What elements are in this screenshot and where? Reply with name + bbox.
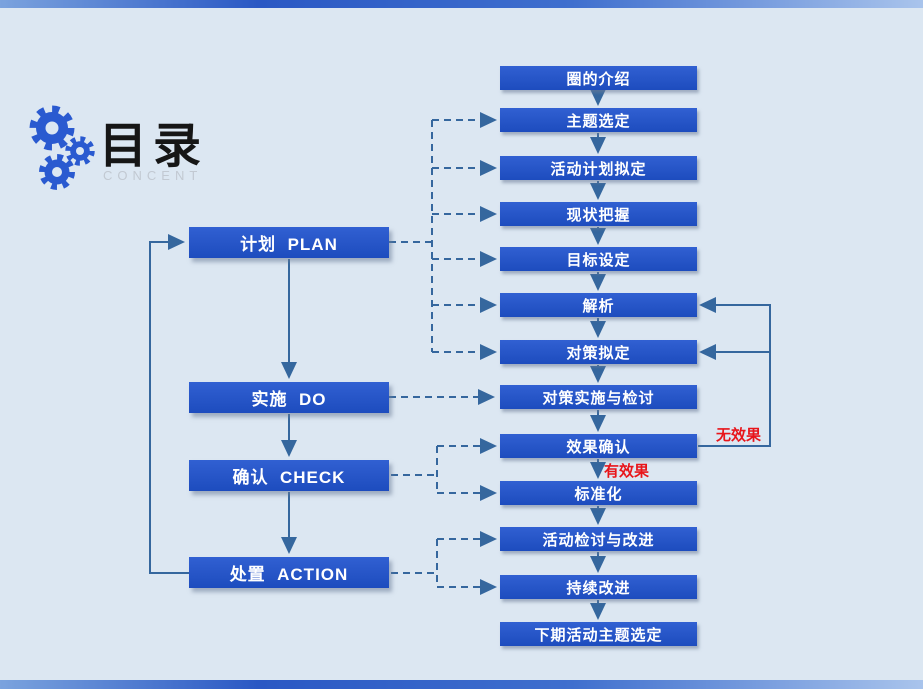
label-no-effect: 无效果 bbox=[716, 427, 762, 444]
label-has-effect: 有效果 bbox=[604, 463, 650, 480]
flow-step-4: 现状把握 bbox=[500, 202, 697, 226]
pdca-check: 确认 CHECK bbox=[189, 460, 389, 491]
flow-step-1: 圈的介绍 bbox=[500, 66, 697, 90]
gears-icon bbox=[29, 105, 95, 190]
bottom-accent-bar bbox=[0, 680, 923, 689]
pdca-action: 处置 ACTION bbox=[189, 557, 389, 588]
flow-step-2: 主题选定 bbox=[500, 108, 697, 132]
top-accent-bar bbox=[0, 0, 923, 8]
pdca-plan: 计划 PLAN bbox=[189, 227, 389, 258]
flow-step-12: 持续改进 bbox=[500, 575, 697, 599]
flow-step-8: 对策实施与检讨 bbox=[500, 385, 697, 409]
flow-step-3: 活动计划拟定 bbox=[500, 156, 697, 180]
flow-step-9: 效果确认 bbox=[500, 434, 697, 458]
page-subtitle: CONCENT bbox=[103, 168, 203, 183]
flow-step-7: 对策拟定 bbox=[500, 340, 697, 364]
pdca-do: 实施 DO bbox=[189, 382, 389, 413]
flow-step-11: 活动检讨与改进 bbox=[500, 527, 697, 551]
flow-step-10: 标准化 bbox=[500, 481, 697, 505]
flow-step-5: 目标设定 bbox=[500, 247, 697, 271]
flow-step-6: 解析 bbox=[500, 293, 697, 317]
flow-step-13: 下期活动主题选定 bbox=[500, 622, 697, 646]
page-title: 目录 bbox=[99, 120, 208, 173]
